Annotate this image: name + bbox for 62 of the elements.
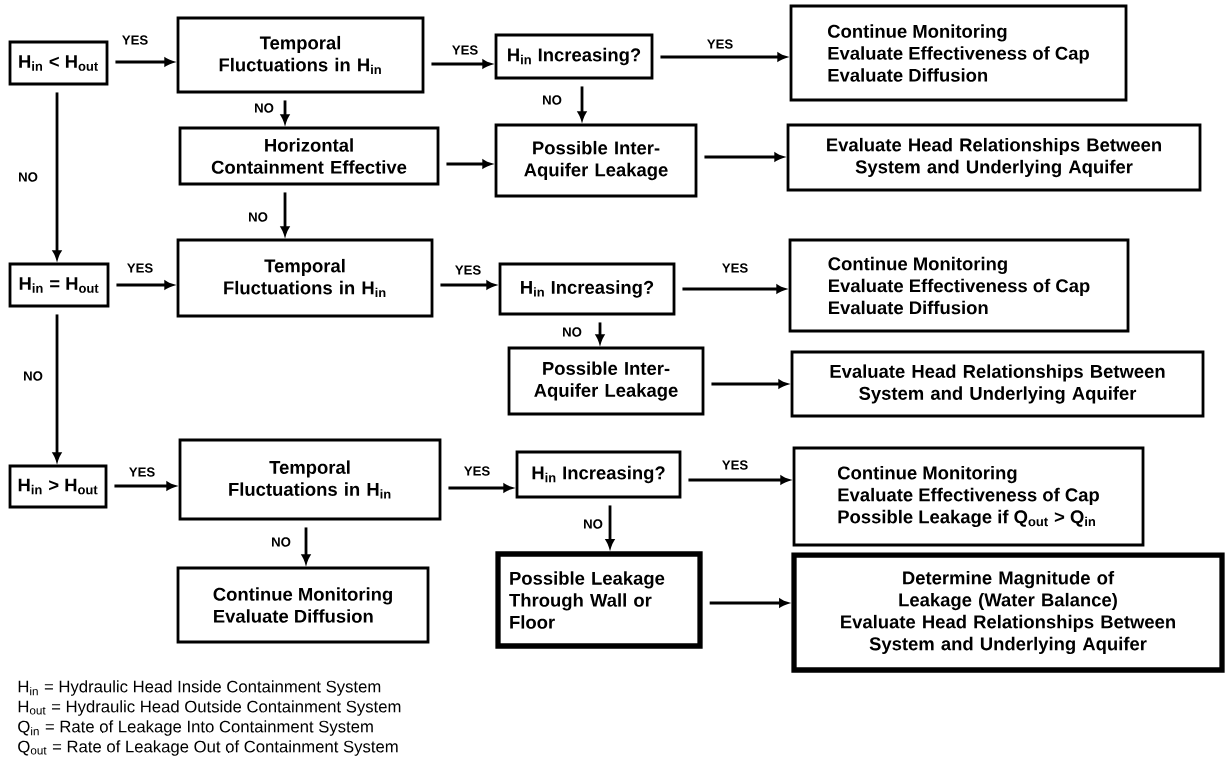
edge-label: YES: [720, 458, 750, 472]
edge-label: YES: [125, 261, 155, 275]
arrow: [431, 59, 492, 69]
arrow: [280, 192, 290, 236]
arrow: [682, 284, 786, 294]
process-box: Possible Inter-Aquifer Leakage: [507, 346, 705, 416]
definition-text: H$_{out}$ = Hydraulic Head Outside Containment System: [18, 700, 401, 716]
outcome-box: Evaluate Head Relationships Between System and Underlying Aquifer: [790, 350, 1205, 418]
edge-label: YES: [453, 263, 483, 277]
arrow: [711, 379, 788, 389]
outcome-box: Continue Monitoring Evaluate Diffusion: [176, 566, 430, 644]
edge-label: YES: [462, 464, 492, 478]
outcome-box: Evaluate Head Relationships Between System and Underlying Aquifer: [786, 123, 1202, 192]
outcome-box: Possible Leakage Through Wall or Floor: [495, 551, 703, 649]
decision-box: H$_{in}$ Increasing?: [498, 262, 676, 316]
arrow: [52, 92, 62, 260]
arrow: [448, 483, 513, 493]
process-box: Horizontal Containment Effective: [178, 126, 440, 186]
process-box: Temporal Fluctuations in H$_{in}$: [176, 238, 434, 318]
outcome-box: Determine Magnitude of Leakage (Water Balance) Evaluate Head Relationships Between System and Underlying Aquifer: [791, 552, 1225, 673]
edge-label: NO: [21, 369, 45, 383]
arrow: [688, 475, 790, 485]
edge-label: NO: [560, 325, 584, 339]
decision-box: H$_{in}$ > H$_{out}$: [8, 464, 108, 509]
outcome-box: Continue Monitoring Evaluate Effectiveness of Cap Evaluate Diffusion: [789, 4, 1128, 102]
outcome-box: Continue Monitoring Evaluate Effectiveness of Cap Evaluate Diffusion: [788, 238, 1130, 333]
arrow: [605, 505, 615, 549]
definition-text: H$_{in}$ = Hydraulic Head Inside Containment System: [18, 680, 381, 696]
decision-box: H$_{in}$ Increasing?: [494, 33, 654, 80]
arrow: [301, 527, 311, 564]
edge-label: NO: [246, 210, 270, 224]
edge-label: NO: [581, 517, 605, 531]
arrow: [577, 86, 587, 121]
definition-text: Q$_{out}$ = Rate of Leakage Out of Containment System: [18, 740, 398, 756]
arrow: [446, 159, 492, 169]
edge-label: YES: [720, 261, 750, 275]
arrow: [440, 280, 496, 290]
arrow: [115, 57, 174, 67]
process-box: Temporal Fluctuations in H$_{in}$: [178, 438, 442, 521]
edge-label: YES: [450, 43, 480, 57]
edge-label: NO: [269, 535, 293, 549]
arrow: [595, 322, 605, 344]
edge-label: YES: [120, 33, 150, 47]
definition-text: Q$_{in}$ = Rate of Leakage Into Containment System: [18, 720, 373, 736]
arrow: [116, 280, 174, 290]
arrow: [704, 152, 784, 162]
arrow: [114, 481, 176, 491]
decision-box: H$_{in}$ Increasing?: [515, 450, 682, 499]
decision-box: H$_{in}$ = H$_{out}$: [8, 262, 110, 308]
arrow: [660, 52, 787, 62]
edge-label: YES: [705, 37, 735, 51]
process-box: Temporal Fluctuations in H$_{in}$: [176, 16, 425, 94]
arrow: [709, 598, 789, 608]
edge-label: YES: [127, 465, 157, 479]
edge-label: NO: [540, 93, 564, 107]
process-box: Possible Inter-Aquifer Leakage: [494, 123, 698, 198]
edge-label: NO: [252, 101, 276, 115]
arrow: [280, 100, 290, 124]
decision-box: H$_{in}$ < H$_{out}$: [8, 40, 109, 86]
edge-label: NO: [16, 170, 40, 184]
outcome-box: Continue Monitoring Evaluate Effectiveness of Cap Possible Leakage if Q$_{out}$ > Q$_{in}$: [792, 446, 1145, 547]
arrow: [52, 314, 62, 462]
